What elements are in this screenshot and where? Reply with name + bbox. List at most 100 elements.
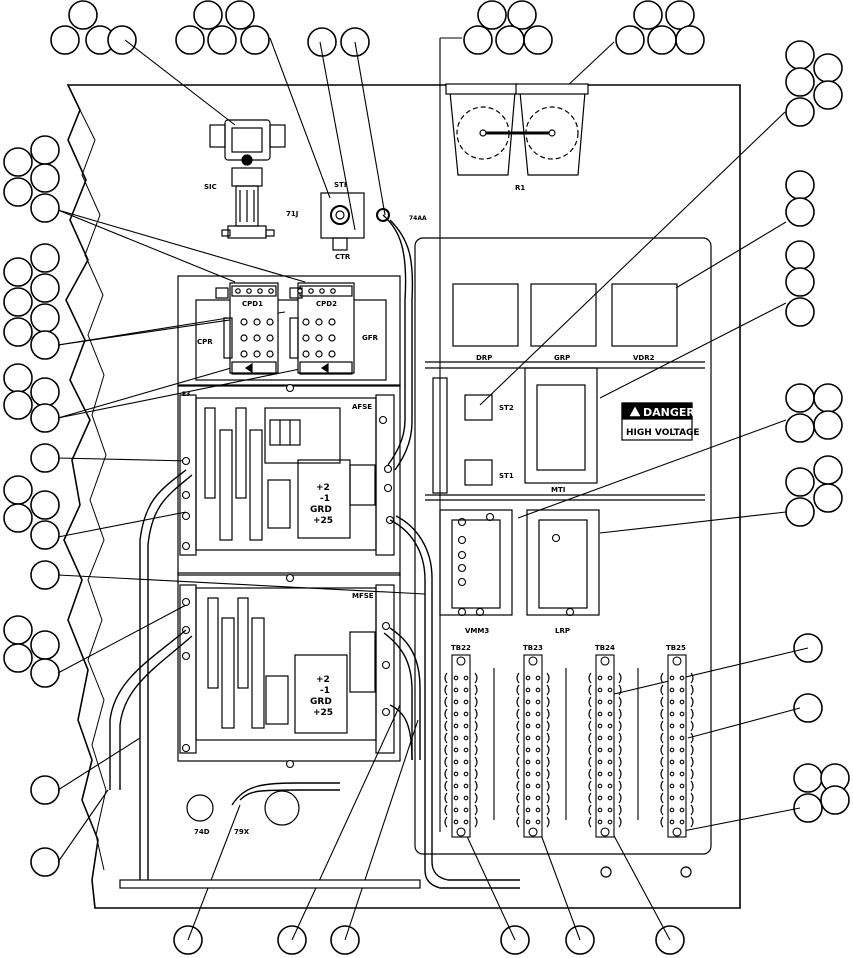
terminal-lug <box>588 804 592 816</box>
terminal-lug <box>444 720 448 732</box>
terminal-hole <box>525 807 531 813</box>
terminal-hole <box>525 747 531 753</box>
mounting-screw <box>378 415 388 425</box>
label-tb25: TB25 <box>666 644 686 652</box>
terminal-hole <box>535 771 541 777</box>
terminal-lug <box>618 720 622 732</box>
terminal-lug <box>618 792 622 804</box>
mounting-screw <box>181 511 191 521</box>
terminal-lug <box>660 672 664 684</box>
callout-balloon-14 <box>463 25 493 55</box>
terminal-hole <box>453 747 459 753</box>
callout-balloon-23 <box>813 53 843 83</box>
terminal-hole <box>463 675 469 681</box>
cpd-terminal-dot <box>266 350 274 358</box>
callout-balloon-45 <box>30 377 60 407</box>
terminal-hole <box>463 723 469 729</box>
terminal-lug <box>660 684 664 696</box>
terminal-hole <box>463 771 469 777</box>
terminal-hole <box>669 723 675 729</box>
terminal-lug <box>546 732 550 744</box>
mfse-terminal-plus25: +25 <box>313 708 333 718</box>
terminal-hole <box>669 807 675 813</box>
cpd-terminal-dot <box>253 318 261 326</box>
terminal-lug <box>588 744 592 756</box>
cpd-terminal-dot <box>302 334 310 342</box>
terminal-hole <box>535 807 541 813</box>
terminal-lug <box>690 744 694 756</box>
terminal-board-screw <box>600 827 610 837</box>
terminal-hole <box>463 687 469 693</box>
terminal-lug <box>546 804 550 816</box>
afse-terminal-minus1: -1 <box>320 494 330 504</box>
terminal-hole <box>597 771 603 777</box>
callout-balloon-32 <box>3 147 33 177</box>
cpd-top-dot <box>308 288 314 294</box>
terminal-hole <box>525 759 531 765</box>
terminal-hole <box>453 675 459 681</box>
terminal-hole <box>597 675 603 681</box>
cpd-top-dot <box>319 288 325 294</box>
cpd-terminal-dot <box>302 318 310 326</box>
callout-balloon-9 <box>240 25 270 55</box>
terminal-hole <box>607 759 613 765</box>
callout-balloon-44 <box>3 363 33 393</box>
callout-balloon-46 <box>3 390 33 420</box>
callout-balloon-6 <box>225 0 255 30</box>
terminal-hole <box>669 675 675 681</box>
terminal-hole <box>463 807 469 813</box>
callout-balloon-40 <box>30 273 60 303</box>
terminal-lug <box>474 684 478 696</box>
terminal-hole <box>597 687 603 693</box>
callout-balloon-65 <box>813 455 843 485</box>
terminal-hole <box>453 819 459 825</box>
terminal-hole <box>679 759 685 765</box>
callout-balloon-52 <box>30 520 60 550</box>
terminal-hole <box>607 723 613 729</box>
terminal-hole <box>453 807 459 813</box>
callout-balloon-24 <box>785 67 815 97</box>
cpd-terminal-dot <box>328 334 336 342</box>
terminal-hole <box>535 795 541 801</box>
terminal-lug <box>588 732 592 744</box>
callout-balloon-56 <box>3 643 33 673</box>
terminal-lug <box>474 744 478 756</box>
callout-balloon-38 <box>30 243 60 273</box>
terminal-lug <box>546 672 550 684</box>
callout-balloon-5 <box>193 0 223 30</box>
terminal-lug <box>690 756 694 768</box>
label-sti: STI <box>334 181 346 189</box>
terminal-lug <box>474 720 478 732</box>
terminal-lug <box>546 684 550 696</box>
callout-balloon-72 <box>793 793 823 823</box>
terminal-hole <box>669 687 675 693</box>
terminal-hole <box>535 759 541 765</box>
terminal-lug <box>444 708 448 720</box>
callout-balloon-25 <box>785 97 815 127</box>
terminal-lug <box>444 780 448 792</box>
terminal-lug <box>546 768 550 780</box>
terminal-hole <box>679 807 685 813</box>
callout-balloon-27 <box>785 170 815 200</box>
label-71j: 71J <box>286 210 298 218</box>
terminal-hole <box>679 735 685 741</box>
terminal-lug <box>516 696 520 708</box>
mfse-terminal-minus1: -1 <box>320 686 330 696</box>
terminal-lug <box>618 756 622 768</box>
terminal-lug <box>618 816 622 828</box>
callout-balloon-57 <box>30 658 60 688</box>
cpd-terminal-dot <box>315 334 323 342</box>
terminal-lug <box>690 816 694 828</box>
label-tb23: TB23 <box>523 644 543 652</box>
terminal-hole <box>535 783 541 789</box>
callout-balloon-29 <box>785 240 815 270</box>
terminal-lug <box>690 792 694 804</box>
terminal-hole <box>597 807 603 813</box>
label-cpr: CPR <box>197 338 213 346</box>
terminal-lug <box>474 672 478 684</box>
callout-balloon-10 <box>307 27 337 57</box>
terminal-lug <box>660 768 664 780</box>
terminal-board-screw <box>672 656 682 666</box>
terminal-hole <box>669 783 675 789</box>
terminal-hole <box>679 711 685 717</box>
